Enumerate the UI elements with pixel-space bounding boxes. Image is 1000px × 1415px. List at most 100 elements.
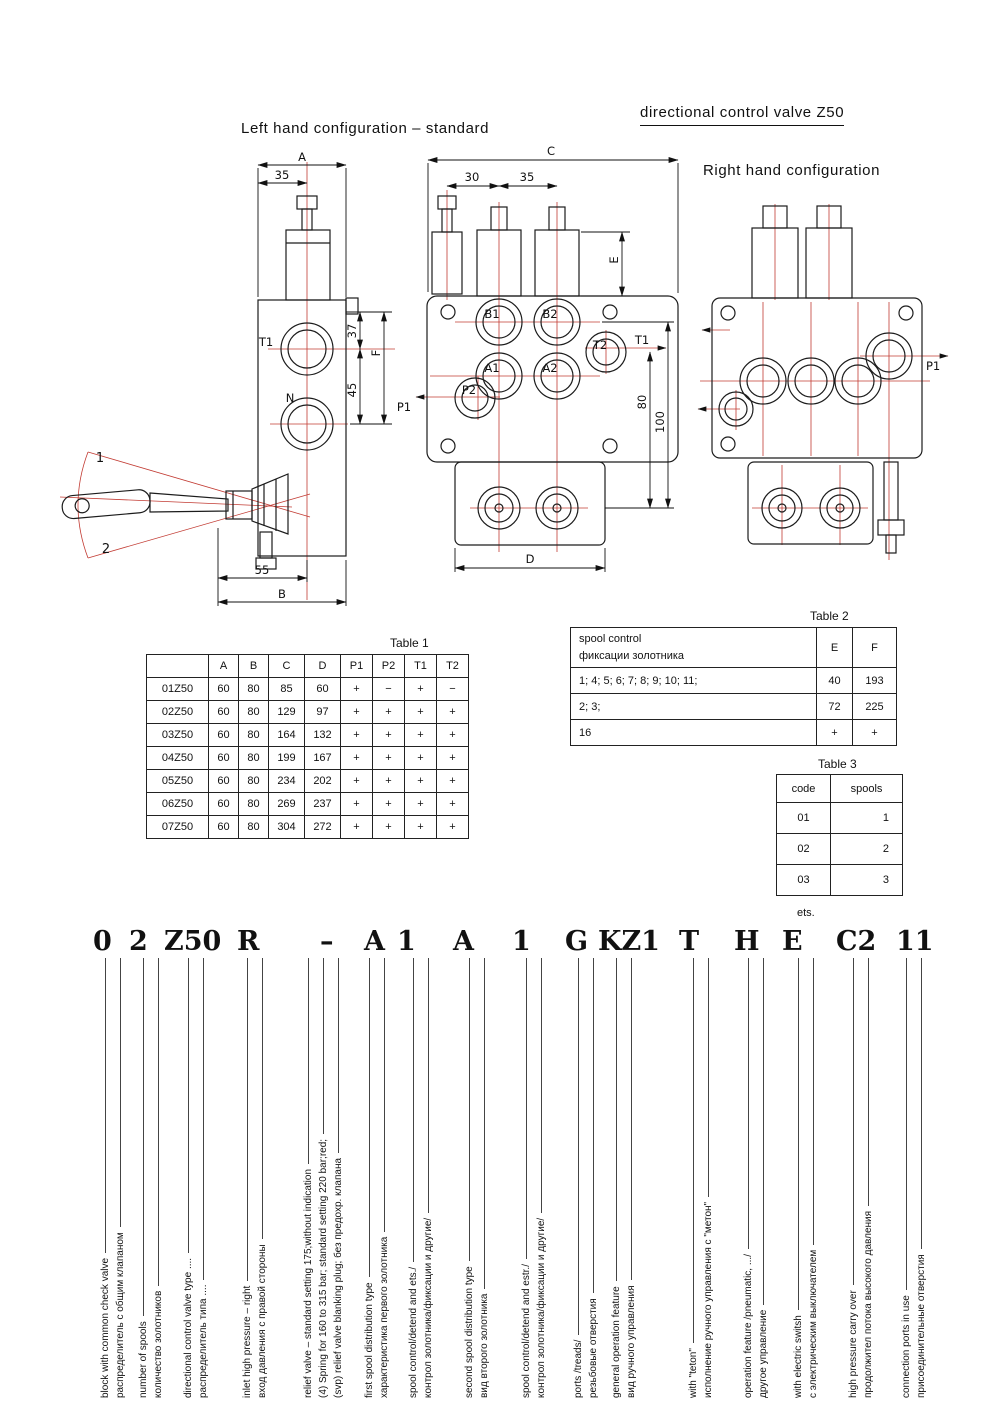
table-cell: 05Z50	[146, 769, 209, 793]
port-label-p2: P2	[462, 383, 476, 397]
table-cell: 80	[238, 815, 269, 839]
ordering-code-description: вид ручного управления	[624, 958, 639, 1398]
table2-caption: Table 2	[810, 609, 849, 623]
ordering-code-description: с электрическим выключателем	[806, 958, 821, 1398]
ordering-code-description: spool control/detend and estr./	[519, 958, 534, 1398]
port-label-a1: A1	[484, 361, 499, 375]
table-cell: +	[372, 723, 405, 747]
dim-label-35b: 35	[520, 170, 535, 184]
ordering-code-char: E	[782, 926, 803, 957]
ordering-code-char: 1	[512, 926, 531, 957]
ordering-code-description: block with common check valve	[98, 958, 113, 1398]
table-cell: 02	[776, 833, 831, 865]
column-header: B	[238, 654, 269, 678]
ordering-code-description: (4) Spring for 160 to 315 bar; standard …	[316, 958, 331, 1398]
column-header: code	[776, 774, 831, 803]
table-cell: 3	[830, 864, 903, 896]
table1-caption: Table 1	[390, 636, 429, 650]
ordering-code-description: with "teton"	[686, 958, 701, 1398]
table-cell: 03	[776, 864, 831, 896]
dim-label-55: 55	[255, 563, 270, 577]
table-cell: 129	[268, 700, 305, 724]
dimension-lines	[217, 162, 392, 606]
port-label-a2: A2	[542, 361, 557, 375]
dim-label-b: B	[278, 587, 286, 601]
right-config-title: Right hand configuration	[703, 162, 881, 179]
ordering-code-char: T	[679, 926, 700, 957]
ordering-code-char: 1	[397, 926, 416, 957]
table2-header-spool-control: spool control фиксации золотника	[570, 627, 817, 668]
port-label-p1-arrow: P1	[397, 400, 411, 414]
ordering-code-description: relief valve – standard setting 175;with…	[301, 958, 316, 1398]
dim-label-a: A	[298, 150, 306, 164]
table-cell: 132	[304, 723, 341, 747]
ordering-code-description: контрол золотника/фиксации и другие/	[534, 958, 549, 1398]
table-cell: 60	[304, 677, 341, 701]
table-cell: 97	[304, 700, 341, 724]
ordering-code-description: распределитель типа ....	[196, 958, 211, 1398]
ordering-code-char: A	[364, 926, 385, 957]
table-cell: +	[404, 815, 437, 839]
table-cell: +	[340, 746, 373, 770]
table-cell: 202	[304, 769, 341, 793]
spool-control-table: spool control фиксации золотника E F 1; …	[570, 627, 897, 746]
ordering-code-description: spool control/detend and ets./	[406, 958, 421, 1398]
table-cell: 60	[208, 746, 239, 770]
table-cell: 16	[570, 719, 817, 746]
table-row: 16++	[570, 719, 897, 746]
ordering-code-description: продолжител потока высокого давления	[861, 958, 876, 1398]
port-label-t2: T2	[592, 338, 607, 352]
table-cell: 304	[268, 815, 305, 839]
dim-label-f: F	[369, 350, 383, 357]
column-header	[146, 654, 209, 678]
ordering-code-char: C2	[836, 926, 877, 957]
centerlines	[59, 162, 395, 600]
table-cell: +	[372, 746, 405, 770]
port-label-n: N	[286, 391, 295, 405]
ordering-code-description: вид второго золотника	[477, 958, 492, 1398]
ordering-code-description: high pressure carry over	[846, 958, 861, 1398]
column-header: P2	[372, 654, 405, 678]
ordering-code-description: directional control valve type ....	[181, 958, 196, 1398]
ordering-code-description: исполнение ручного управления с "метон"	[701, 958, 716, 1398]
ordering-code-char: Z50	[164, 926, 222, 957]
table3-footer: ets.	[797, 907, 815, 919]
lever-position-1-label: 1	[96, 451, 104, 466]
table-cell: 167	[304, 746, 341, 770]
table-cell: 01	[776, 802, 831, 834]
dim-label-30: 30	[465, 170, 480, 184]
table-cell: 193	[852, 667, 897, 694]
dim-label-d: D	[526, 552, 535, 566]
ordering-code-description: присоединительные отверстия	[914, 958, 929, 1398]
dim-label-c: C	[547, 144, 555, 158]
valve-engineering-drawings: A 35 37 F 45 T1 N 55 B 1 2	[59, 144, 949, 606]
port-label-p1-right: P1	[926, 359, 940, 373]
right-hand-valve-drawing: P1	[697, 204, 949, 560]
table-cell: 237	[304, 792, 341, 816]
column-header: D	[304, 654, 341, 678]
ordering-code-description: number of spools	[136, 958, 151, 1398]
ordering-code-description: другое управление	[756, 958, 771, 1398]
column-header: spools	[830, 774, 903, 803]
table-cell: +	[436, 723, 469, 747]
dimension-lines	[427, 157, 679, 572]
table-cell: −	[436, 677, 469, 701]
table-cell: 80	[238, 723, 269, 747]
dim-label-80: 80	[635, 395, 649, 410]
ordering-code-description: operation feature /pneumatic, .../	[741, 958, 756, 1398]
table-cell: 199	[268, 746, 305, 770]
table-cell: 07Z50	[146, 815, 209, 839]
table-cell: 60	[208, 815, 239, 839]
table-cell: +	[436, 700, 469, 724]
table-cell: 60	[208, 700, 239, 724]
centerlines	[697, 204, 949, 560]
dim-label-45: 45	[345, 383, 359, 398]
table-cell: +	[372, 815, 405, 839]
port-label-t1: T1	[258, 335, 273, 349]
